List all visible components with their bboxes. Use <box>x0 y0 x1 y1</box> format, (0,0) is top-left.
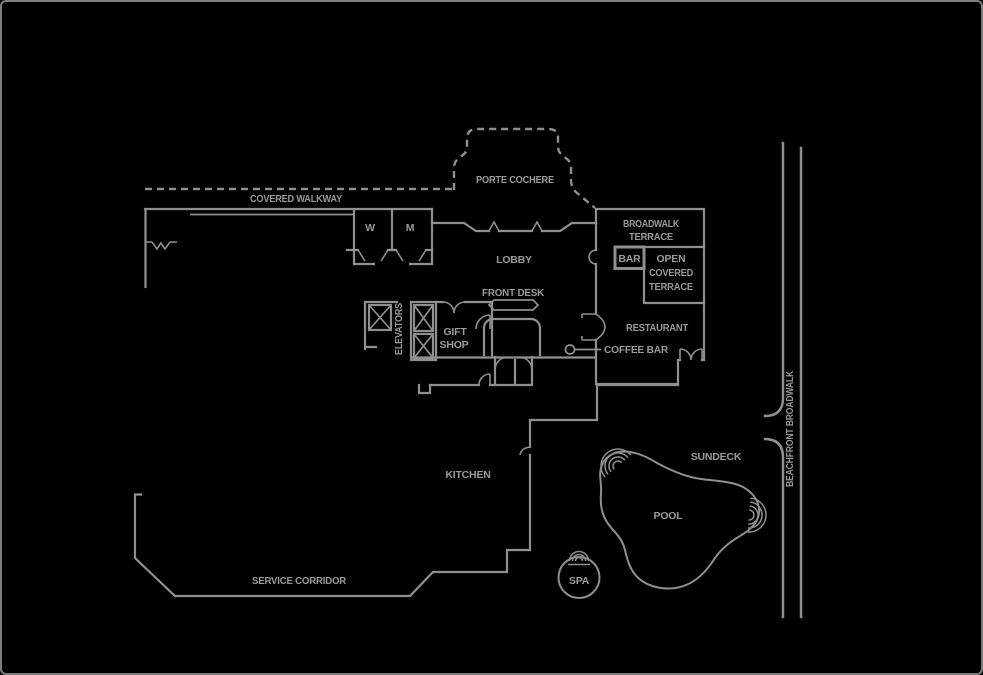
corridor-step-wall <box>417 383 497 395</box>
elevator-alcove-walls <box>363 300 438 362</box>
label-gift-shop-1: GIFT <box>443 326 467 338</box>
label-bar: BAR <box>618 253 641 265</box>
label-spa: SPA <box>569 575 590 587</box>
bar-box <box>613 245 646 270</box>
label-sundeck: SUNDECK <box>691 451 742 463</box>
label-pool: POOL <box>654 510 684 522</box>
label-broadwalk-terrace-1: BROADWALK <box>623 218 680 230</box>
pool-steps-northwest <box>600 448 632 478</box>
lobby-entrance-doors <box>488 220 543 232</box>
open-covered-terrace-box <box>642 245 706 305</box>
gift-shop-walls <box>434 300 494 359</box>
broadwalk-line-west <box>763 141 785 619</box>
label-coffee-bar: COFFEE BAR <box>604 344 669 356</box>
label-beachfront-broadwalk: BEACHFRONT BROADWALK <box>784 371 796 487</box>
restaurant-entry-arc <box>581 313 606 341</box>
elevator-car-bottom-right <box>412 332 435 360</box>
label-front-desk: FRONT DESK <box>482 287 545 299</box>
pool-outline <box>599 450 761 590</box>
label-kitchen: KITCHEN <box>445 469 490 481</box>
kitchen-walls <box>528 383 680 552</box>
front-desk-counter <box>487 299 540 311</box>
label-womens-restroom: W <box>365 222 375 234</box>
elevator-car-left <box>367 303 393 332</box>
restaurant-kitchen-wall <box>594 358 706 386</box>
service-corridor-wall <box>133 493 532 598</box>
label-elevators: ELEVATORS <box>393 303 405 355</box>
coffee-bar-column <box>564 344 576 355</box>
restroom-walls <box>352 207 434 266</box>
lobby-entrance-wall <box>430 221 598 233</box>
gift-shop-double-door <box>442 301 466 314</box>
label-open-covered-terrace-1: OPEN <box>657 253 686 265</box>
porte-cochere-dashed-outline <box>452 127 596 209</box>
kitchen-door <box>519 446 531 456</box>
label-gift-shop-2: SHOP <box>440 339 469 351</box>
label-lobby: LOBBY <box>496 254 532 266</box>
terrace-outer-walls <box>594 207 706 386</box>
front-office-walls <box>482 317 542 357</box>
service-room-doors <box>494 356 533 371</box>
service-room-walls <box>493 355 534 387</box>
front-office-door <box>475 314 491 330</box>
terrace-door <box>588 249 597 265</box>
label-porte-cochere: PORTE COCHERE <box>476 174 554 186</box>
label-broadwalk-terrace-2: TERRACE <box>629 231 673 243</box>
label-mens-restroom: M <box>406 222 415 234</box>
label-open-covered-terrace-3: TERRACE <box>649 281 693 293</box>
spa-steps <box>568 550 590 566</box>
corridor-door <box>478 373 491 386</box>
label-restaurant: RESTAURANT <box>626 322 689 334</box>
label-open-covered-terrace-2: COVERED <box>649 267 694 279</box>
restroom-door-leaves <box>357 249 427 262</box>
elevator-car-top-right <box>412 303 435 333</box>
restaurant-se-double-door <box>679 348 703 361</box>
label-covered-walkway: COVERED WALKWAY <box>250 193 342 205</box>
pool-steps-east <box>747 497 767 533</box>
label-service-corridor: SERVICE CORRIDOR <box>252 575 347 587</box>
restroom-bottom-walls <box>345 248 434 266</box>
left-wing-double-door <box>145 241 177 251</box>
